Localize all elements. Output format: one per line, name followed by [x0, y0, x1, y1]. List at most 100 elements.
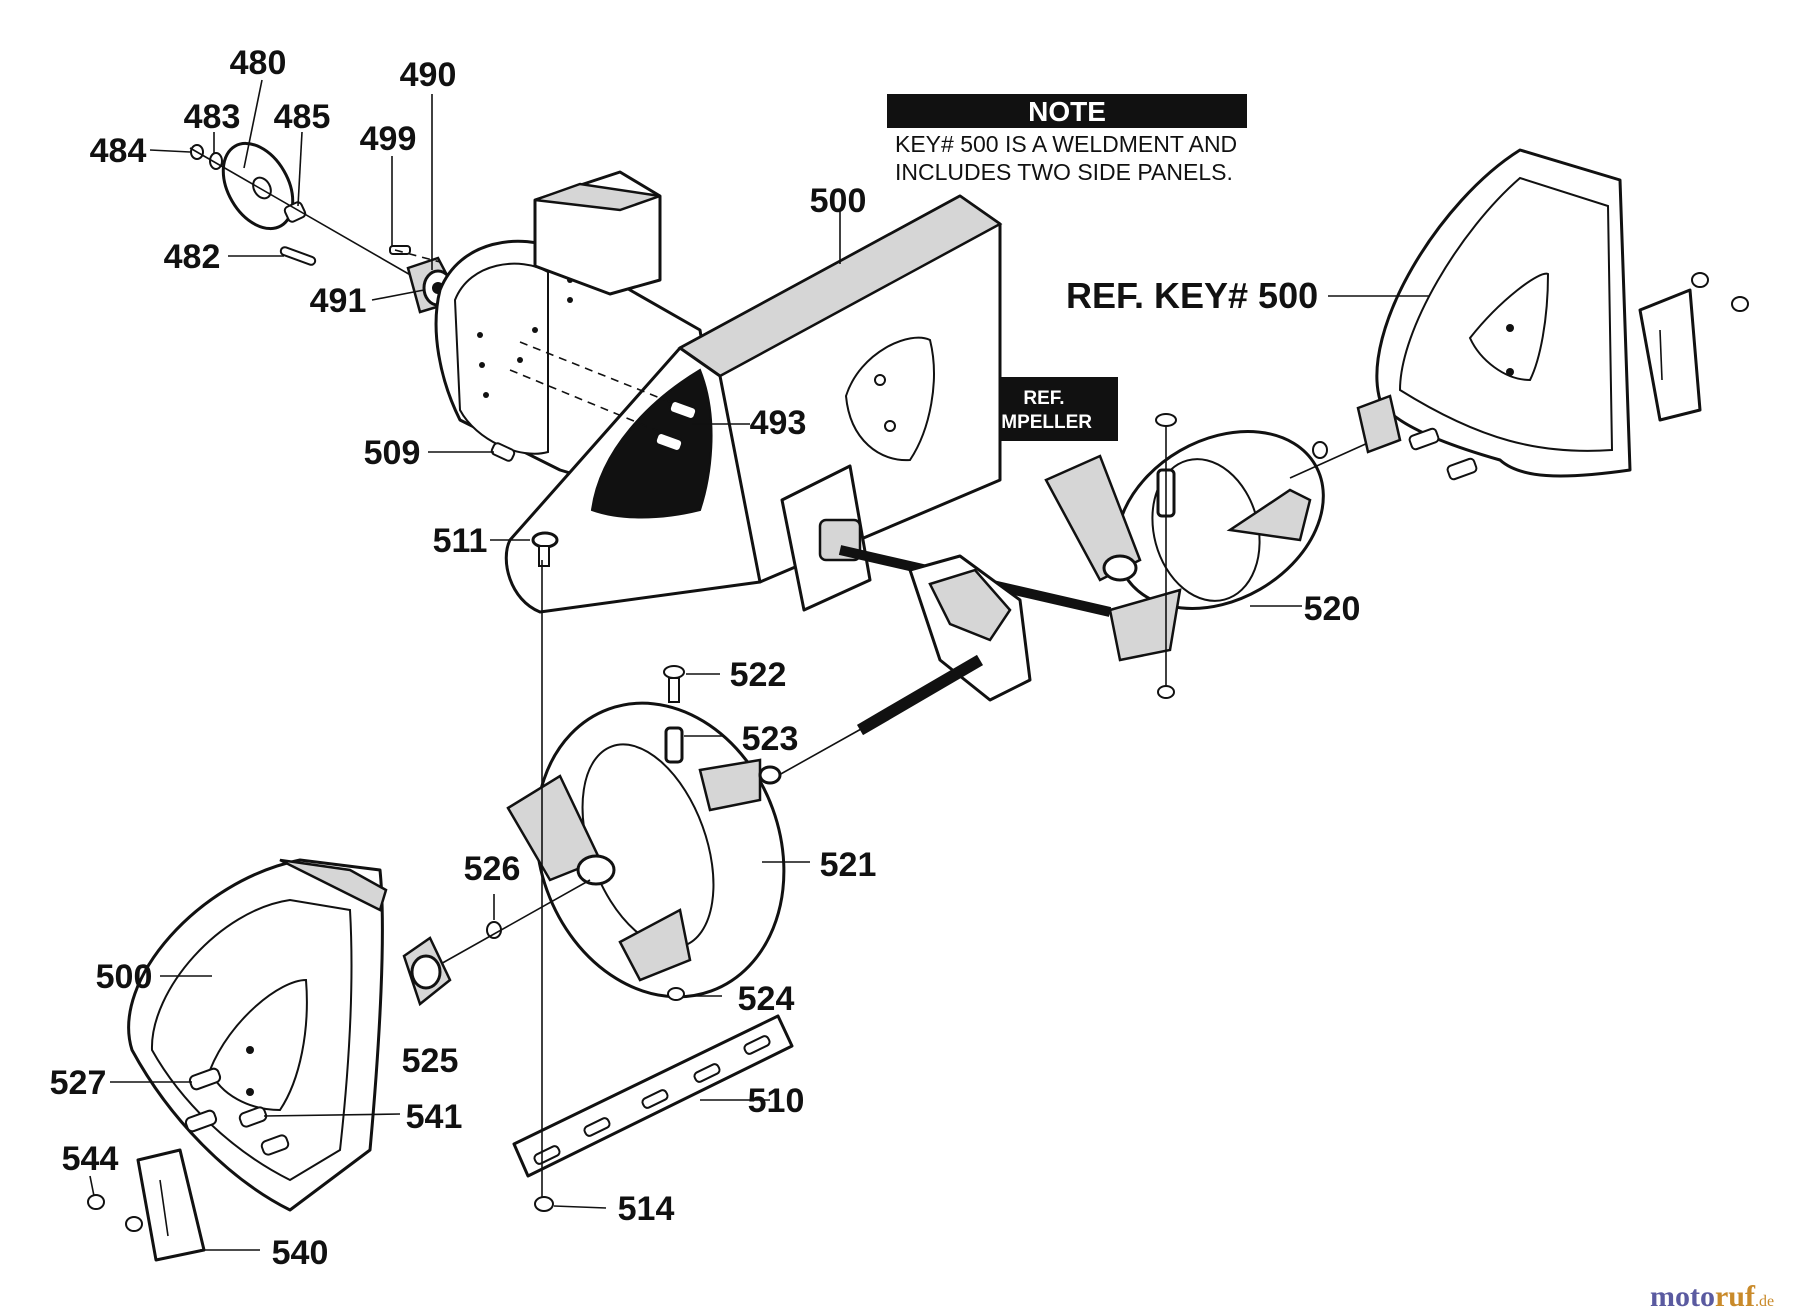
pulley-480-hub	[252, 176, 272, 200]
shear-bolt-520-head	[1155, 413, 1177, 427]
callout-527: 527	[50, 1064, 107, 1102]
auger-520-paddle-1	[1044, 454, 1142, 582]
bolt-541-b	[260, 1134, 290, 1156]
discharge-chute-top	[534, 182, 661, 212]
auger-521-axis	[429, 879, 591, 971]
callout-480: 480	[230, 44, 287, 82]
auger-521	[429, 665, 786, 1001]
callout-525: 525	[402, 1042, 459, 1080]
callout-493: 493	[750, 404, 807, 442]
nut-514	[534, 1196, 554, 1212]
shave-plate-slot	[533, 1145, 561, 1165]
shave-plate-510	[512, 560, 794, 1212]
bolt-527	[188, 1067, 222, 1091]
leader-514	[553, 1205, 607, 1209]
callout-523: 523	[742, 720, 799, 758]
auger-housing-500	[434, 170, 1003, 614]
right-washer	[1312, 441, 1328, 459]
spacer-523	[664, 726, 684, 764]
callout-514: 514	[618, 1190, 675, 1228]
callout-540: 540	[272, 1234, 329, 1272]
bolt-511-shaft	[538, 545, 550, 567]
right-skid-bracket	[1638, 288, 1702, 422]
auger-520-hub	[1102, 554, 1138, 582]
right-bolt-1	[1408, 427, 1440, 451]
callout-490: 490	[400, 56, 457, 94]
auger-521-shaft-end	[758, 765, 782, 785]
callout-labels: 480 483 484 485 490 499 482 491 500 493 …	[50, 44, 1361, 1272]
left-panel-hole	[246, 1046, 254, 1054]
gearbox-cover	[928, 568, 1012, 642]
callout-511: 511	[433, 522, 488, 560]
callout-522: 522	[730, 656, 787, 694]
pulley-assembly	[189, 141, 441, 293]
right-panel-hole	[1506, 324, 1514, 332]
callout-510: 510	[748, 1082, 805, 1120]
pulley-axis	[189, 147, 441, 293]
callout-509: 509	[364, 434, 421, 472]
washer-526	[486, 921, 502, 939]
callout-500-top: 500	[810, 182, 867, 220]
drum-hole	[567, 297, 573, 303]
auger-521-paddle-2	[618, 908, 692, 982]
callout-483: 483	[184, 98, 241, 136]
nut-544-b	[125, 1216, 143, 1232]
drum-hole	[477, 332, 483, 338]
note-line-1: KEY# 500 IS A WELDMENT AND	[895, 131, 1237, 157]
note-box: NOTE KEY# 500 IS A WELDMENT AND INCLUDES…	[887, 94, 1247, 185]
drum-hole	[479, 362, 485, 368]
ref-impeller-line-2: IMPELLER	[996, 412, 1092, 433]
auger-shaft-end	[769, 723, 871, 781]
drum-hole	[483, 392, 489, 398]
bolt-511-head	[531, 531, 559, 549]
ref-impeller-line-1: REF.	[1023, 388, 1064, 409]
note-line-2: INCLUDES TWO SIDE PANELS.	[895, 159, 1233, 185]
bolt-493-axis-1	[519, 341, 691, 411]
leader-541	[263, 1113, 401, 1117]
bolt-493-a	[668, 400, 698, 420]
note-title: NOTE	[1028, 96, 1106, 127]
auger-521-hub	[576, 854, 616, 886]
window-hole	[884, 420, 896, 432]
bolt-541-a	[238, 1106, 268, 1128]
shear-bolt-522-shaft	[668, 677, 680, 703]
shave-plate-slot	[743, 1035, 771, 1055]
leader-484	[149, 149, 191, 153]
callout-484: 484	[90, 132, 147, 170]
bushing-485	[283, 201, 307, 223]
bolt-493-axis-2	[509, 369, 681, 441]
left-bearing-525	[410, 954, 442, 990]
callout-500-left: 500	[96, 958, 153, 996]
nut-520	[1157, 685, 1175, 699]
right-panel-hole	[1506, 368, 1514, 376]
watermark-part-2: ruf	[1715, 1280, 1756, 1313]
leader-491	[371, 289, 425, 301]
right-nut-1	[1691, 272, 1709, 288]
watermark-part-1: moto	[1650, 1280, 1715, 1313]
leader-480	[243, 79, 263, 169]
left-skid-540	[136, 1148, 206, 1262]
right-nut-2	[1731, 296, 1749, 312]
bolt-493-b	[654, 432, 684, 452]
callout-ref-key-500: REF. KEY# 500	[1066, 275, 1318, 316]
window-hole	[874, 374, 886, 386]
housing-drum-rim	[453, 262, 549, 455]
callout-526: 526	[464, 850, 521, 888]
left-panel-top-lip	[279, 858, 388, 912]
right-skid-slot	[1659, 329, 1663, 381]
right-bearing-flange	[1356, 394, 1402, 454]
left-panel-window	[208, 978, 308, 1112]
right-side-panel	[1312, 148, 1749, 481]
leader-544	[89, 1175, 95, 1197]
callout-491: 491	[310, 282, 367, 320]
shave-plate-slot	[583, 1117, 611, 1137]
callout-521: 521	[820, 846, 877, 884]
callout-482: 482	[164, 238, 221, 276]
bolt-499	[389, 245, 411, 255]
auger-521-paddle-3	[698, 758, 762, 812]
callout-485: 485	[274, 98, 331, 136]
nut-544	[87, 1194, 105, 1210]
drum-hole	[517, 357, 523, 363]
left-skid-slot	[159, 1179, 169, 1237]
bolt-509	[490, 442, 516, 462]
